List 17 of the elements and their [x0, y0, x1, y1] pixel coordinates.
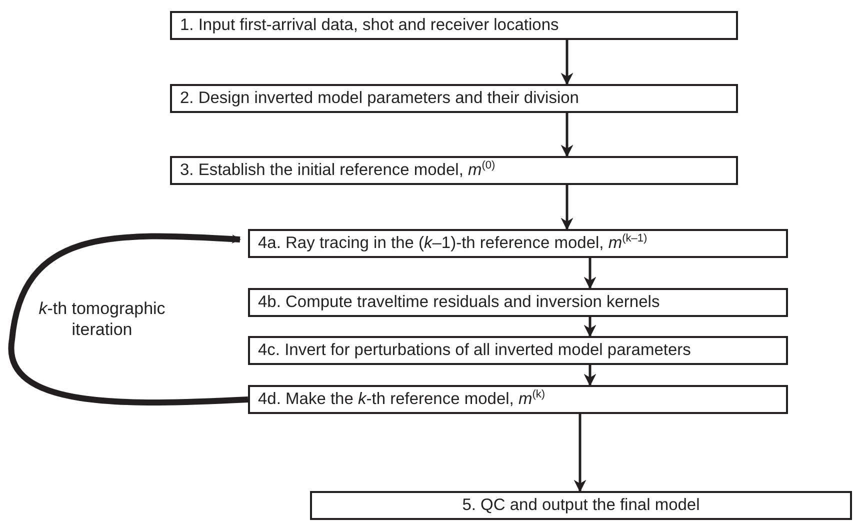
arrow: [560, 113, 574, 158]
process-box: 4d. Make the k-th reference model, m$^{(k)}$: [248, 385, 788, 414]
process-box: 1. Input first-arrival data, shot and receiver locations: [170, 11, 738, 40]
arrow: [8, 233, 248, 406]
arrow: [584, 365, 596, 386]
arrow: [560, 185, 574, 230]
arrow: [574, 414, 586, 492]
arrow: [560, 40, 574, 86]
process-box: 4a. Ray tracing in the (k–1)-th reference model, m$^{(k–1)}$: [248, 229, 788, 258]
edge-label: k-th tomographic iteration: [38, 298, 166, 340]
process-box: 3. Establish the initial reference model, m$^{(0)}$: [170, 156, 738, 185]
process-box: 4c. Invert for perturbations of all inverted model parameters: [248, 336, 788, 365]
arrow: [584, 258, 596, 290]
process-box: 4b. Compute traveltime residuals and inversion kernels: [248, 288, 788, 317]
process-box: 2. Design inverted model parameters and their division: [170, 84, 738, 113]
arrow: [584, 317, 596, 338]
process-box: 5. QC and output the final model: [310, 491, 852, 520]
